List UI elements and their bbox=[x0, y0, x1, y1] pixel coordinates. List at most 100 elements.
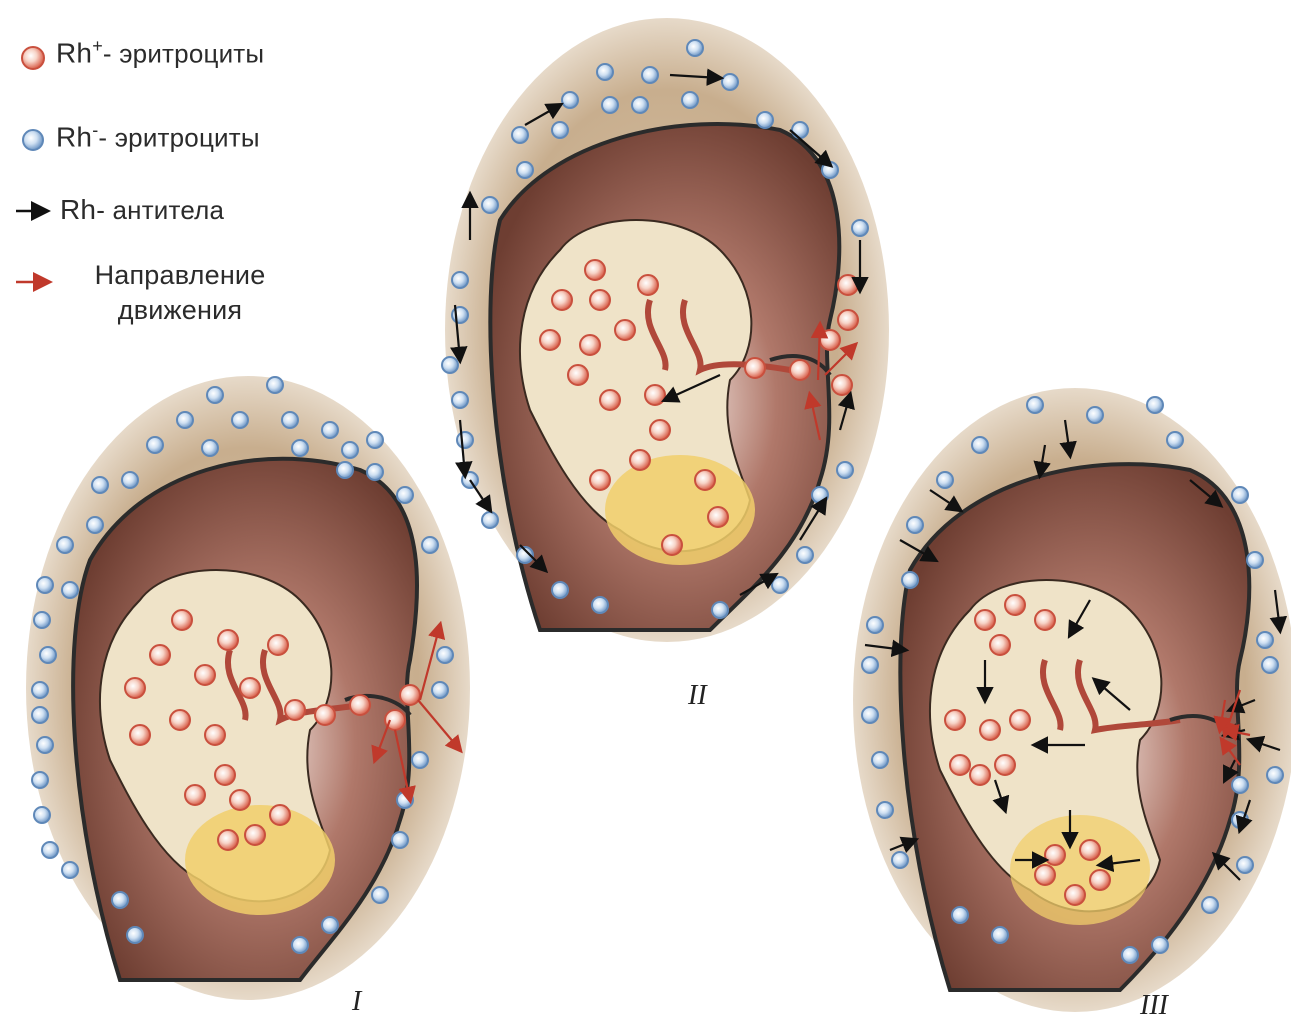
rh-negative-cell bbox=[127, 927, 143, 943]
rh-positive-cell bbox=[1065, 885, 1085, 905]
rh-positive-cell bbox=[950, 755, 970, 775]
rh-positive-cell bbox=[1080, 840, 1100, 860]
rh-positive-cell bbox=[820, 330, 840, 350]
rh-positive-cell bbox=[215, 765, 235, 785]
rh-negative-cell bbox=[232, 412, 248, 428]
rh-negative-cell bbox=[597, 64, 613, 80]
rh-negative-cell bbox=[392, 832, 408, 848]
rh-negative-cell bbox=[112, 892, 128, 908]
rh-positive-cell bbox=[1005, 595, 1025, 615]
rh-positive-cell bbox=[1010, 710, 1030, 730]
yolk-sac bbox=[185, 805, 335, 915]
rh-negative-cell bbox=[62, 582, 78, 598]
rh-negative-cell bbox=[907, 517, 923, 533]
rh-positive-cell bbox=[995, 755, 1015, 775]
rh-negative-cell bbox=[797, 547, 813, 563]
rh-positive-cell bbox=[600, 390, 620, 410]
rh-negative-cell bbox=[147, 437, 163, 453]
rh-positive-cell bbox=[838, 275, 858, 295]
rh-negative-cell bbox=[202, 440, 218, 456]
rh-positive-cell bbox=[590, 290, 610, 310]
rh-negative-cell bbox=[592, 597, 608, 613]
rh-negative-cell bbox=[722, 74, 738, 90]
rh-negative-cell bbox=[342, 442, 358, 458]
yolk-sac bbox=[1010, 815, 1150, 925]
rh-negative-cell bbox=[267, 377, 283, 393]
rh-positive-cell bbox=[790, 360, 810, 380]
rh-negative-cell bbox=[552, 122, 568, 138]
rh-negative-cell bbox=[62, 862, 78, 878]
rh-negative-cell bbox=[902, 572, 918, 588]
legend-antibody-prefix: Rh bbox=[60, 194, 96, 225]
rh-negative-cell bbox=[1247, 552, 1263, 568]
rh-negative-cell bbox=[712, 602, 728, 618]
legend-item-antibody: Rh- антитела bbox=[60, 194, 224, 226]
rh-positive-cell bbox=[695, 470, 715, 490]
rh-negative-cell bbox=[442, 357, 458, 373]
rh-negative-cell bbox=[877, 802, 893, 818]
rh-negative-cell bbox=[32, 682, 48, 698]
rh-positive-cell bbox=[285, 700, 305, 720]
rh-positive-cell bbox=[1035, 865, 1055, 885]
rh-negative-cell bbox=[177, 412, 193, 428]
stage-1-illustration bbox=[26, 376, 470, 1000]
rh-positive-cell bbox=[745, 358, 765, 378]
rh-negative-cell bbox=[57, 537, 73, 553]
rh-negative-cell bbox=[512, 127, 528, 143]
rh-negative-cell bbox=[562, 92, 578, 108]
rh-negative-cell bbox=[1152, 937, 1168, 953]
rh-positive-cell bbox=[185, 785, 205, 805]
rh-negative-cell bbox=[517, 162, 533, 178]
rh-positive-cell bbox=[245, 825, 265, 845]
legend-item-rh-neg: Rh-- эритроциты bbox=[56, 120, 260, 153]
rh-negative-cell bbox=[34, 612, 50, 628]
rh-positive-cell bbox=[638, 275, 658, 295]
rh-negative-cell bbox=[37, 577, 53, 593]
rh-negative-cell bbox=[372, 887, 388, 903]
rh-negative-cell bbox=[992, 927, 1008, 943]
stage-2-illustration bbox=[442, 18, 889, 642]
rh-negative-cell bbox=[92, 477, 108, 493]
rh-positive-cell bbox=[268, 635, 288, 655]
rh-positive-cell bbox=[1045, 845, 1065, 865]
rh-positive-cell bbox=[1035, 610, 1055, 630]
rh-negative-cell bbox=[792, 122, 808, 138]
rh-positive-cell bbox=[645, 385, 665, 405]
rh-positive-cell bbox=[552, 290, 572, 310]
rh-negative-cell bbox=[1232, 487, 1248, 503]
rh-negative-cell bbox=[1202, 897, 1218, 913]
rh-positive-cell bbox=[315, 705, 335, 725]
rh-negative-cell bbox=[1167, 432, 1183, 448]
rh-negative-cell bbox=[682, 92, 698, 108]
rh-negative-cell bbox=[872, 752, 888, 768]
rh-negative-cell bbox=[412, 752, 428, 768]
rh-positive-cell bbox=[650, 420, 670, 440]
rh-positive-cell bbox=[970, 765, 990, 785]
rh-negative-cell bbox=[122, 472, 138, 488]
rh-negative-cell bbox=[952, 907, 968, 923]
rh-positive-cell bbox=[1090, 870, 1110, 890]
rh-positive-cell bbox=[590, 470, 610, 490]
stage-3-label: III bbox=[1140, 990, 1168, 1022]
rh-negative-cell bbox=[367, 432, 383, 448]
rh-negative-cell bbox=[32, 772, 48, 788]
rh-negative-cell bbox=[482, 197, 498, 213]
rh-positive-cell bbox=[585, 260, 605, 280]
rh-negative-cell bbox=[862, 657, 878, 673]
rh-positive-cell bbox=[708, 507, 728, 527]
rh-positive-cell bbox=[975, 610, 995, 630]
rh-negative-cell bbox=[207, 387, 223, 403]
rh-negative-cell bbox=[34, 807, 50, 823]
rh-negative-cell bbox=[1232, 777, 1248, 793]
rh-negative-cell bbox=[422, 537, 438, 553]
rh-positive-cell bbox=[230, 790, 250, 810]
rh-positive-cell bbox=[662, 535, 682, 555]
rh-negative-cell bbox=[37, 737, 53, 753]
legend-rh-pos-symbol bbox=[22, 47, 44, 69]
rh-positive-cell bbox=[568, 365, 588, 385]
rh-positive-cell bbox=[125, 678, 145, 698]
rh-negative-cell bbox=[282, 412, 298, 428]
rh-positive-cell bbox=[130, 725, 150, 745]
legend-antibody-label: - антитела bbox=[96, 195, 224, 225]
rh-positive-cell bbox=[580, 335, 600, 355]
